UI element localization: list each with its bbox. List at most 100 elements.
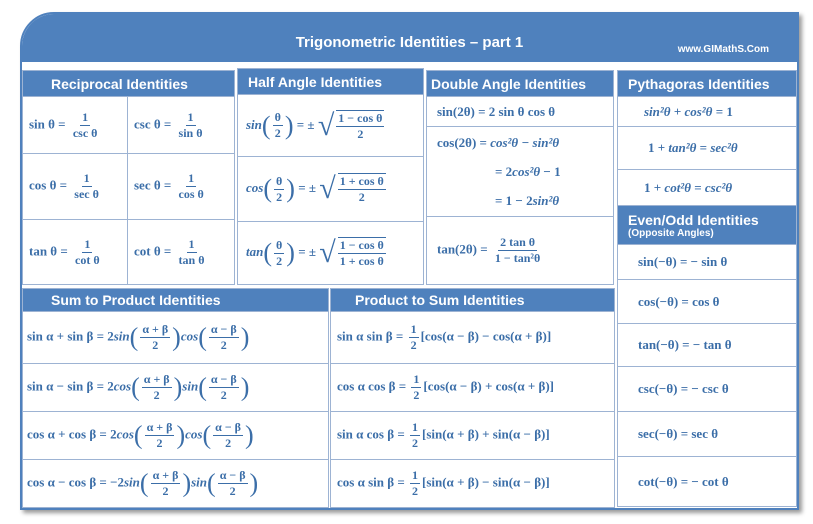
numerator: α − β: [213, 420, 243, 436]
formula-cell: sec(−θ) = sec θ: [618, 411, 796, 456]
formula-term: cos α + cos β = 2: [27, 426, 117, 442]
formula-term: cos α sin β =: [337, 474, 408, 490]
formula-term: [sin(α + β) + sin(α − β)]: [422, 426, 550, 442]
formula-term: tan²θ: [668, 140, 697, 155]
formula-cell: = 1 − 2sin²θ: [427, 186, 613, 216]
formula-text: = 2cos²θ − 1: [495, 164, 561, 180]
formula-cell: 1 + tan²θ = sec²θ: [618, 126, 796, 169]
denominator: 2: [153, 388, 160, 402]
denominator: 2: [152, 338, 159, 352]
numerator: 2 tan θ: [498, 235, 538, 251]
title-band: Trigonometric Identities – part 1 www.GI…: [22, 14, 797, 62]
numerator: θ: [274, 173, 285, 190]
column-divider: [127, 96, 128, 284]
formula-cell: csc(−θ) = − csc θ: [618, 366, 796, 411]
formula-term: cos: [185, 426, 203, 442]
formula-term: cos α cos β =: [337, 378, 410, 394]
section-subtitle: (Opposite Angles): [628, 227, 714, 239]
formula-text: sec(−θ) = sec θ: [638, 426, 718, 442]
formula-term: sin α sin β =: [337, 328, 407, 344]
numerator: α − β: [208, 372, 239, 388]
formula-term: cos θ =: [29, 177, 71, 193]
formula-cell: cos(2θ) = cos²θ − sin²θ: [427, 126, 613, 158]
denominator: 2: [357, 126, 364, 141]
formula-term: tan θ =: [29, 242, 72, 258]
formula-term: cos²θ: [512, 164, 541, 179]
formula-term: = 1: [712, 103, 733, 119]
formula-term: 1 +: [648, 140, 669, 155]
formula-term: tan(−θ) = − tan θ: [638, 337, 732, 352]
numerator: α + β: [144, 420, 175, 436]
section-title: Double Angle Identities: [427, 71, 613, 96]
numerator: 1: [185, 109, 196, 126]
paren-right: ): [284, 110, 294, 140]
formula-term: =: [690, 180, 705, 195]
formula-term: sin α + sin β = 2: [27, 328, 114, 344]
sum-to-product-section: Sum to Product Identities sin α + sin β …: [22, 288, 329, 508]
paren-left: (: [131, 372, 140, 402]
formula-text: cos(−θ) = cos θ: [638, 294, 719, 310]
formula-text: cot(−θ) = − cot θ: [638, 474, 729, 490]
formula-term: =: [696, 140, 711, 155]
formula-term: cot²θ: [664, 180, 691, 195]
numerator: 1: [186, 236, 197, 253]
formula-term: cos: [246, 179, 264, 195]
denominator: 2: [220, 338, 227, 352]
formula-term: = ±: [294, 243, 320, 259]
paren-left: (: [261, 110, 271, 140]
section-header: Even/Odd Identities (Opposite Angles): [618, 206, 796, 244]
numerator: 1 − cos θ: [336, 110, 385, 127]
numerator: 1: [81, 171, 92, 187]
section-title: Half Angle Identities: [238, 69, 423, 94]
denominator: 2: [358, 190, 365, 204]
numerator: 1: [410, 420, 420, 436]
formula-term: csc(−θ) = − csc θ: [638, 381, 729, 396]
formula-text: 1 + cot²θ = csc²θ: [644, 180, 732, 196]
formula-term: csc θ =: [134, 115, 175, 131]
numerator: α − β: [217, 468, 248, 484]
formula-term: [cos(α − β) + cos(α + β)]: [423, 378, 554, 394]
formula-cell: = 2cos²θ − 1: [427, 158, 613, 186]
paren-right: ): [172, 322, 181, 352]
paren-left: (: [202, 420, 212, 450]
paren-left: (: [129, 322, 139, 352]
denominator: 2: [225, 436, 232, 450]
formula-term: sin α cos β =: [337, 426, 408, 442]
formula-term: sin²θ: [532, 193, 560, 208]
pythagoras-section: Pythagoras Identities sin²θ + cos²θ = 1 …: [617, 70, 797, 207]
formula-text: = 1 − 2sin²θ: [495, 193, 559, 209]
